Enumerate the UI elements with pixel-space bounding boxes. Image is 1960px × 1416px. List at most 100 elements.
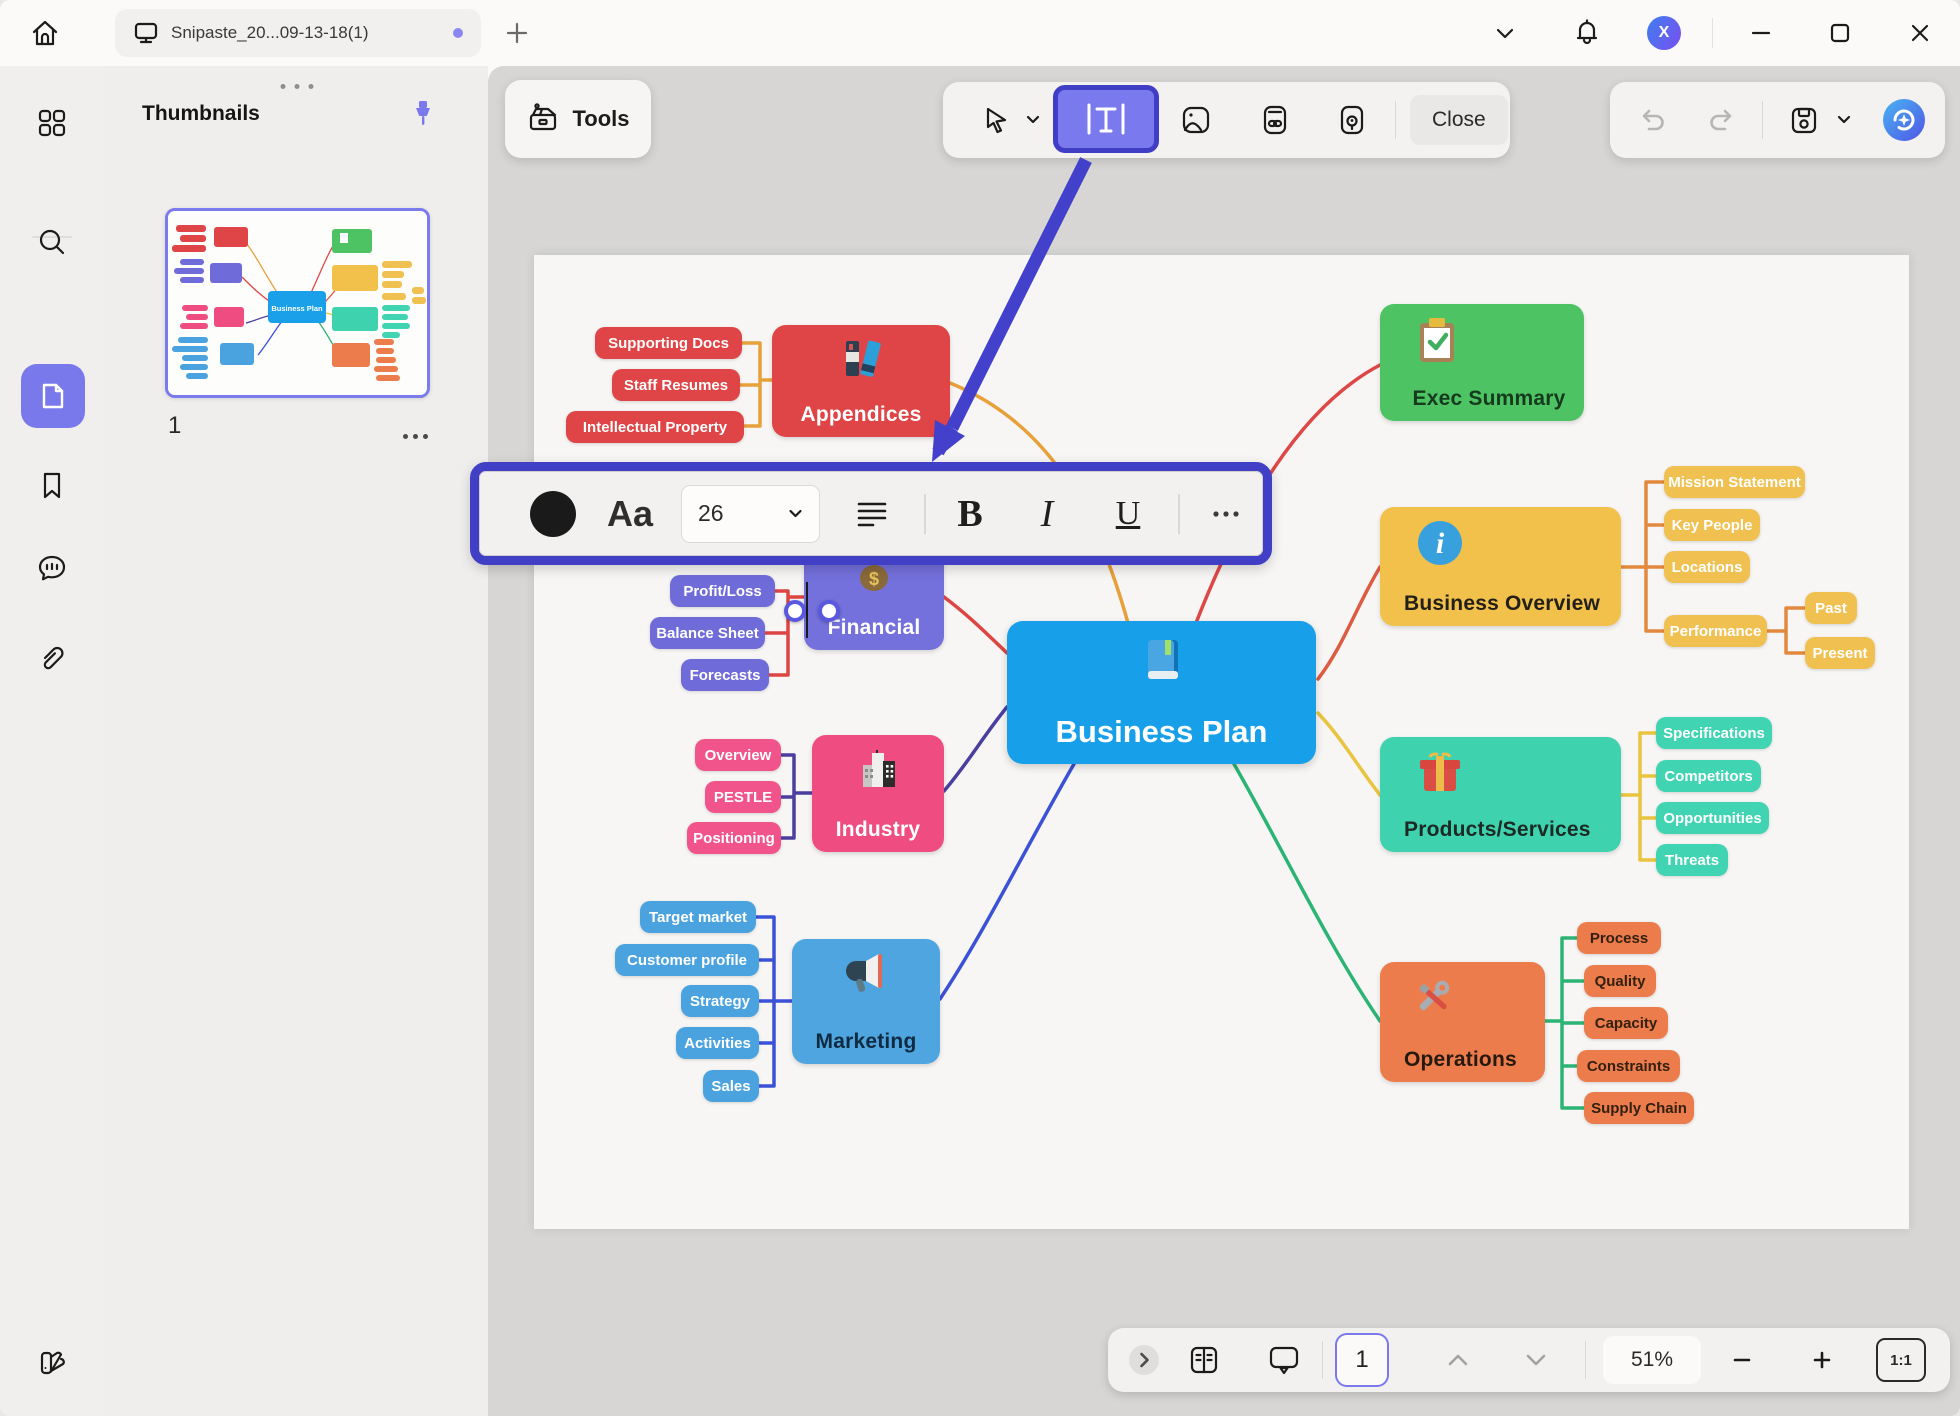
minimize-icon	[1751, 31, 1771, 35]
notifications-button[interactable]	[1566, 11, 1608, 53]
text-selection-handle-left[interactable]	[784, 600, 806, 622]
underline-button[interactable]: U	[1101, 486, 1155, 542]
subnode-key-people[interactable]: Key People	[1664, 509, 1760, 541]
node-business-overview[interactable]: i Business Overview	[1380, 507, 1621, 626]
undo-button[interactable]	[1630, 98, 1674, 142]
page-layout-button[interactable]	[1182, 1338, 1226, 1382]
previous-page-button[interactable]	[1438, 1340, 1478, 1380]
text-tool-button-active[interactable]	[1053, 85, 1159, 153]
document-tab[interactable]: Snipaste_20...09-13-18(1)	[115, 9, 481, 57]
close-icon	[1911, 24, 1929, 42]
subnode-positioning[interactable]: Positioning	[687, 822, 781, 854]
underline-label: U	[1115, 494, 1141, 532]
save-dropdown[interactable]	[1832, 98, 1856, 142]
page-more-button[interactable]	[395, 426, 436, 447]
rail-item-home-grid[interactable]	[24, 95, 80, 151]
page-1-thumbnail[interactable]: Business Plan	[165, 208, 430, 398]
node-exec-summary[interactable]: Exec Summary	[1380, 304, 1584, 421]
subnode-quality[interactable]: Quality	[1584, 965, 1656, 997]
subnode-past[interactable]: Past	[1805, 592, 1857, 624]
maximize-button[interactable]	[1819, 12, 1861, 54]
select-tool-dropdown[interactable]	[1021, 98, 1045, 142]
subnode-present[interactable]: Present	[1805, 637, 1875, 669]
tools-button[interactable]: Tools	[505, 80, 651, 158]
subnode-locations[interactable]: Locations	[1664, 551, 1750, 583]
minimize-button[interactable]	[1740, 12, 1782, 54]
subnode-mission-statement[interactable]: Mission Statement	[1664, 466, 1805, 498]
font-color-button[interactable]	[528, 489, 578, 539]
ai-assistant-button[interactable]	[1880, 96, 1928, 144]
subnode-profit-loss[interactable]: Profit/Loss	[670, 575, 775, 607]
subnode-threats[interactable]: Threats	[1656, 844, 1728, 876]
subnode-overview[interactable]: Overview	[695, 739, 781, 771]
subnode-sales[interactable]: Sales	[703, 1070, 759, 1102]
subnode-competitors[interactable]: Competitors	[1656, 760, 1761, 792]
subnode-target-market[interactable]: Target market	[640, 901, 756, 933]
node-operations[interactable]: Operations	[1380, 962, 1545, 1082]
subnode-performance[interactable]: Performance	[1664, 615, 1767, 647]
node-marketing[interactable]: Marketing	[792, 939, 940, 1064]
node-appendices[interactable]: Appendices	[772, 325, 950, 437]
node-products-services[interactable]: Products/Services	[1380, 737, 1621, 852]
subnode-intellectual-property[interactable]: Intellectual Property	[566, 411, 744, 443]
titlebar-chevron-button[interactable]	[1487, 22, 1523, 46]
actual-size-button[interactable]: 1:1	[1876, 1338, 1926, 1382]
subnode-staff-resumes[interactable]: Staff Resumes	[612, 369, 740, 401]
presentation-mode-button[interactable]	[1262, 1338, 1306, 1382]
subnode-strategy[interactable]: Strategy	[681, 985, 759, 1017]
subnode-activities[interactable]: Activities	[676, 1027, 759, 1059]
location-icon	[1340, 105, 1364, 135]
text-selection-handle-right[interactable]	[818, 600, 840, 622]
font-size-select[interactable]: 26	[681, 484, 820, 543]
zoom-in-button[interactable]	[1802, 1340, 1842, 1380]
expand-statusbar-button[interactable]	[1128, 1344, 1160, 1376]
avatar[interactable]: X	[1647, 16, 1681, 50]
rail-item-thumbnails-active[interactable]	[21, 364, 85, 428]
close-window-button[interactable]	[1899, 12, 1941, 54]
font-size-value: 26	[698, 500, 724, 526]
subnode-supply-chain[interactable]: Supply Chain	[1584, 1092, 1694, 1124]
node-business-plan[interactable]: Business Plan	[1007, 621, 1316, 764]
paperclip-icon	[43, 646, 64, 670]
binders-icon	[846, 340, 881, 377]
subnode-supporting-docs[interactable]: Supporting Docs	[595, 327, 742, 359]
zoom-level-input[interactable]: 51%	[1603, 1336, 1701, 1384]
page-number-input[interactable]: 1	[1335, 1333, 1389, 1387]
subnode-process[interactable]: Process	[1577, 922, 1661, 954]
subnode-customer-profile[interactable]: Customer profile	[615, 944, 759, 976]
subnode-specifications[interactable]: Specifications	[1656, 717, 1772, 749]
rail-item-search[interactable]	[24, 214, 80, 270]
home-button[interactable]	[24, 12, 66, 54]
image-tool-button[interactable]	[1174, 98, 1218, 142]
font-family-button[interactable]: Aa	[598, 486, 662, 542]
zoom-out-button[interactable]	[1722, 1340, 1762, 1380]
document-canvas[interactable]: Business Plan Appendices Supporting Docs…	[534, 255, 1909, 1229]
bold-button[interactable]: B	[943, 486, 997, 542]
text-align-button[interactable]	[847, 489, 897, 539]
subnode-pestle[interactable]: PESTLE	[705, 781, 781, 813]
link-tool-button[interactable]	[1253, 98, 1297, 142]
node-industry[interactable]: Industry	[812, 735, 944, 852]
more-format-options-button[interactable]	[1201, 489, 1251, 539]
rail-item-attachments[interactable]	[24, 631, 80, 687]
new-tab-button[interactable]	[496, 12, 538, 54]
rail-item-bookmarks[interactable]	[24, 457, 80, 513]
rail-item-themes[interactable]	[24, 1334, 80, 1390]
next-page-button[interactable]	[1516, 1340, 1556, 1380]
subnode-opportunities[interactable]: Opportunities	[1656, 802, 1769, 834]
save-button[interactable]	[1782, 98, 1826, 142]
panel-drag-handle[interactable]	[280, 84, 313, 89]
redo-button[interactable]	[1700, 98, 1744, 142]
node-label: Appendices	[800, 403, 922, 426]
subnode-balance-sheet[interactable]: Balance Sheet	[650, 617, 765, 649]
subnode-capacity[interactable]: Capacity	[1584, 1007, 1668, 1039]
close-edit-button[interactable]: Close	[1410, 95, 1508, 145]
subnode-forecasts[interactable]: Forecasts	[681, 659, 769, 691]
pin-panel-button[interactable]	[401, 92, 445, 136]
subnode-constraints[interactable]: Constraints	[1577, 1050, 1680, 1082]
italic-label: I	[1040, 492, 1054, 535]
select-tool-button[interactable]	[973, 98, 1017, 142]
location-tool-button[interactable]	[1330, 98, 1374, 142]
italic-button[interactable]: I	[1020, 486, 1074, 542]
rail-item-comments[interactable]	[24, 541, 80, 597]
